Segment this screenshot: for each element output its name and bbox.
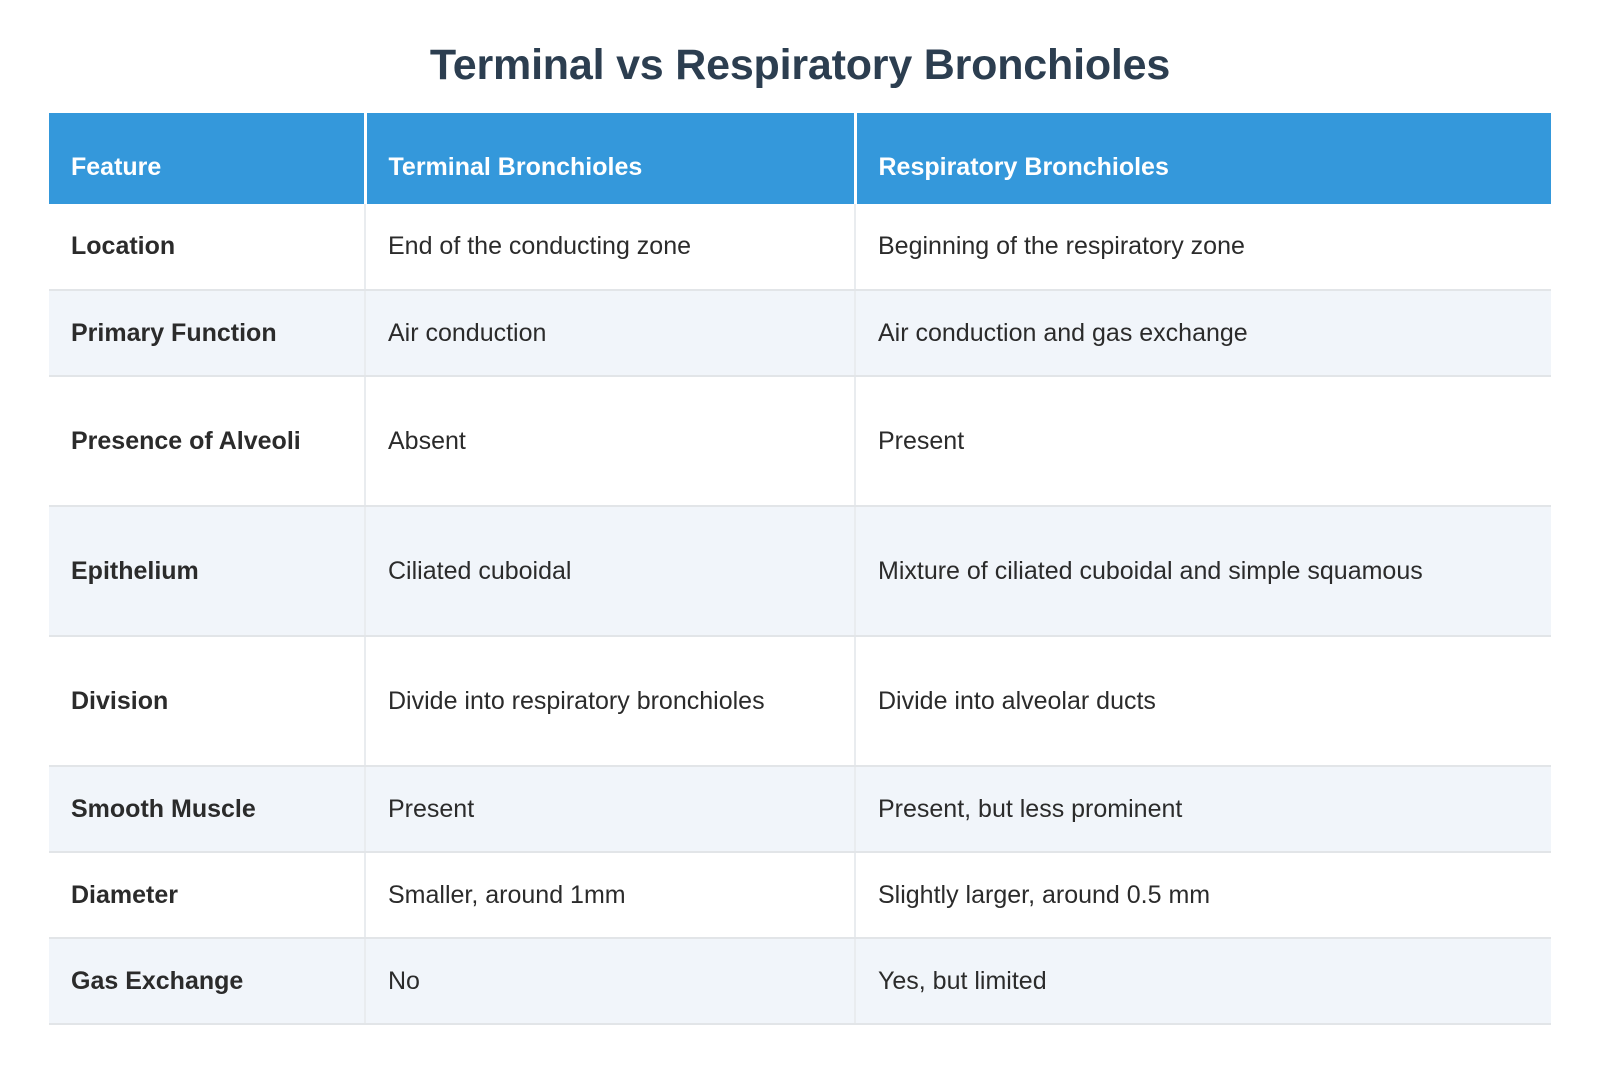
cell-terminal: No <box>365 938 856 1025</box>
page-title: Terminal vs Respiratory Bronchioles <box>429 41 1171 89</box>
cell-terminal: Air conduction <box>365 290 856 377</box>
cell-respiratory: Yes, but limited <box>855 938 1551 1025</box>
cell-feature: Location <box>49 204 366 291</box>
comparison-table: Feature Terminal Bronchioles Respiratory… <box>49 113 1551 1025</box>
cell-terminal: Absent <box>365 376 856 507</box>
cell-respiratory: Divide into alveolar ducts <box>855 636 1551 767</box>
table-container: Feature Terminal Bronchioles Respiratory… <box>49 113 1551 1025</box>
cell-respiratory: Present, but less prominent <box>855 766 1551 853</box>
cell-respiratory: Slightly larger, around 0.5 mm <box>855 852 1551 939</box>
cell-feature: Epithelium <box>49 506 366 637</box>
cell-terminal: Divide into respiratory bronchioles <box>365 636 856 767</box>
cell-respiratory: Beginning of the respiratory zone <box>855 204 1551 291</box>
cell-terminal: End of the conducting zone <box>365 204 856 291</box>
table-header: Feature Terminal Bronchioles Respiratory… <box>49 113 1551 204</box>
cell-respiratory: Present <box>855 376 1551 507</box>
table-row: Division Divide into respiratory bronchi… <box>49 636 1551 767</box>
cell-feature: Presence of Alveoli <box>49 376 366 507</box>
table-row: Gas Exchange No Yes, but limited <box>49 938 1551 1025</box>
table-row: Primary Function Air conduction Air cond… <box>49 290 1551 377</box>
cell-feature: Smooth Muscle <box>49 766 366 853</box>
table-header-row: Feature Terminal Bronchioles Respiratory… <box>49 113 1551 204</box>
cell-feature: Primary Function <box>49 290 366 377</box>
cell-respiratory: Mixture of ciliated cuboidal and simple … <box>855 506 1551 637</box>
cell-terminal: Ciliated cuboidal <box>365 506 856 637</box>
table-row: Diameter Smaller, around 1mm Slightly la… <box>49 852 1551 939</box>
cell-terminal: Smaller, around 1mm <box>365 852 856 939</box>
column-header-feature: Feature <box>49 113 367 204</box>
column-header-terminal-bronchioles: Terminal Bronchioles <box>365 113 857 204</box>
cell-feature: Gas Exchange <box>49 938 366 1025</box>
table-row: Presence of Alveoli Absent Present <box>49 376 1551 507</box>
table-body: Location End of the conducting zone Begi… <box>49 204 1551 1025</box>
cell-respiratory: Air conduction and gas exchange <box>855 290 1551 377</box>
cell-feature: Diameter <box>49 852 366 939</box>
cell-feature: Division <box>49 636 366 767</box>
column-header-respiratory-bronchioles: Respiratory Bronchioles <box>855 113 1551 204</box>
table-row: Epithelium Ciliated cuboidal Mixture of … <box>49 506 1551 637</box>
table-row: Location End of the conducting zone Begi… <box>49 204 1551 291</box>
table-row: Smooth Muscle Present Present, but less … <box>49 766 1551 853</box>
cell-terminal: Present <box>365 766 856 853</box>
